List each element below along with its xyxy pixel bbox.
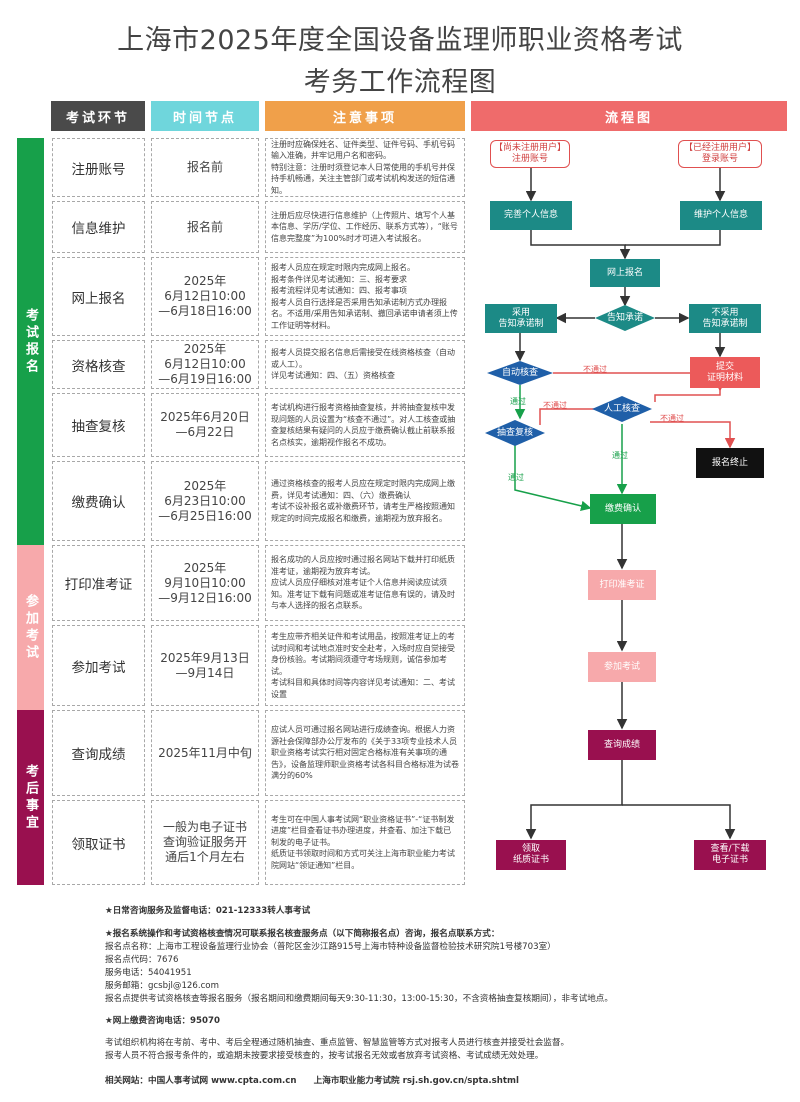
flow-online-registration: 网上报名 (590, 259, 660, 287)
inform-diamond (595, 305, 655, 331)
stage-notes: 应试人员可通过报名网站进行成绩查询。根据人力资源社会保障部办公厅发布的《关于33… (265, 710, 465, 796)
stage-time: 2025年 6月12日10:00 —6月19日16:00 (151, 340, 259, 389)
flow-query-score: 查询成绩 (588, 730, 656, 760)
stage-name: 打印准考证 (52, 545, 145, 621)
stage-name: 查询成绩 (52, 710, 145, 796)
table-row: 参加考试 2025年9月13日 —9月14日 考生应带齐相关证件和考试用品，按照… (48, 625, 465, 710)
flow-terminated: 报名终止 (696, 448, 764, 478)
flow-registered: 【已经注册用户】 登录账号 (678, 140, 762, 168)
table-row: 注册账号 报名前 注册时应确保姓名、证件类型、证件号码、手机号码输入准确，并牢记… (48, 138, 465, 201)
table-row: 领取证书 一般为电子证书 查询验证服务开 通后1个月左右 考生可在中国人事考试网… (48, 800, 465, 889)
table-row: 网上报名 2025年 6月12日10:00 —6月18日16:00 报考人员应在… (48, 257, 465, 340)
page-title-line1: 上海市2025年度全国设备监理师职业资格考试 (117, 25, 683, 56)
manual-check-diamond (592, 396, 652, 422)
flow-not-adopt: 不采用 告知承诺制 (689, 304, 761, 333)
stage-name: 参加考试 (52, 625, 145, 706)
footer-websites: 相关网站：中国人事考试网 www.cpta.com.cn 上海市职业能力考试院 … (105, 1076, 519, 1086)
label-pass: 通过 (612, 451, 628, 460)
section-registration: 考试报名 (17, 138, 44, 545)
header-stage: 考试环节 (51, 101, 145, 131)
table-row: 抽查复核 2025年6月20日 —6月22日 考试机构进行报考资格抽查复核，并将… (48, 393, 465, 461)
stage-time: 2025年 9月10日10:00 —9月12日16:00 (151, 545, 259, 621)
flow-spot-check: 抽查复核 (496, 427, 533, 438)
footer-service-phone: 服务电话：54041951 (105, 968, 192, 978)
stage-notes: 考试机构进行报考资格抽查复核，并将抽查复核中发现问题的人员设置为“核查不通过”。… (265, 393, 465, 457)
stage-name: 抽查复核 (52, 393, 145, 457)
label-fail: 不通过 (583, 365, 607, 374)
stage-notes: 考生可在中国人事考试网“职业资格证书”-“证书制发进度”栏目查看证书办理进度，并… (265, 800, 465, 885)
header-time: 时间节点 (151, 101, 259, 131)
flowchart-connectors (485, 168, 736, 840)
stage-time: 一般为电子证书 查询验证服务开 通后1个月左右 (151, 800, 259, 885)
stage-time: 2025年 6月12日10:00 —6月18日16:00 (151, 257, 259, 336)
flow-print-ticket: 打印准考证 (588, 570, 656, 600)
section-after-exam: 考后事宜 (17, 710, 44, 885)
footer-service-name: 报名点名称：上海市工程设备监理行业协会（普陀区金沙江路915号上海市特种设备监督… (105, 942, 556, 952)
footer-payment-hotline: ★网上缴费咨询电话：95070 (105, 1016, 220, 1026)
stage-notes: 通过资格核查的报考人员应在规定时限内完成网上缴费，详见考试通知：四、（六）缴费确… (265, 461, 465, 541)
stage-notes: 注册后应尽快进行信息维护（上传照片、填写个人基本信息、学历/学位、工作经历、联系… (265, 201, 465, 253)
stage-name: 注册账号 (52, 138, 145, 197)
stage-time: 2025年6月20日 —6月22日 (151, 393, 259, 457)
flow-adopt: 采用 告知承诺制 (485, 304, 557, 333)
stage-notes: 报名成功的人员应按时通过报名网站下载并打印纸质准考证，逾期视为放弃考试。 应试人… (265, 545, 465, 621)
flow-paper-certificate: 领取 纸质证书 (496, 840, 566, 870)
flow-payment: 缴费确认 (590, 494, 656, 524)
stage-name: 资格核查 (52, 340, 145, 389)
flow-e-certificate: 查看/下载 电子证书 (694, 840, 766, 870)
stage-name: 信息维护 (52, 201, 145, 253)
stage-time: 2025年 6月23日10:00 —6月25日16:00 (151, 461, 259, 541)
footer-service-intro: ★报名系统操作和考试资格核查情况可联系报名核查服务点（以下简称报名点）咨询，报名… (105, 929, 500, 939)
flow-submit-proof: 提交 证明材料 (690, 357, 760, 388)
table-row: 查询成绩 2025年11月中旬 应试人员可通过报名网站进行成绩查询。根据人力资源… (48, 710, 465, 800)
footer-service-hours: 报名点提供考试资格核查等报名服务（报名期间和缴费期间每天9:30-11:30，1… (105, 994, 613, 1004)
header-flow: 流程图 (471, 101, 787, 131)
stage-time: 2025年9月13日 —9月14日 (151, 625, 259, 706)
stage-notes: 注册时应确保姓名、证件类型、证件号码、手机号码输入准确，并牢记用户名和密码。 特… (265, 138, 465, 197)
page-title-line2: 考务工作流程图 (303, 67, 497, 98)
label-pass: 通过 (510, 397, 526, 406)
footer-service-code: 报名点代码：7676 (105, 955, 179, 965)
stage-name: 领取证书 (52, 800, 145, 885)
table-row: 信息维护 报名前 注册后应尽快进行信息维护（上传照片、填写个人基本信息、学历/学… (48, 201, 465, 257)
footer-service-email: 服务邮箱：gcsbjl@126.com (105, 981, 219, 991)
flow-manual-check: 人工核查 (603, 403, 640, 414)
stage-time: 报名前 (151, 138, 259, 197)
label-fail: 不通过 (543, 401, 567, 410)
stage-notes: 报考人员提交报名信息后需接受在线资格核查（自动或人工）。 详见考试通知：四、（五… (265, 340, 465, 389)
stage-name: 网上报名 (52, 257, 145, 336)
autocheck-diamond (487, 361, 553, 385)
flow-complete-info: 完善个人信息 (490, 201, 572, 230)
stage-notes: 考生应带齐相关证件和考试用品，按照准考证上的考试时间和考试地点准时安全赴考，入场… (265, 625, 465, 706)
section-exam: 参加考试 (17, 545, 44, 710)
table-row: 缴费确认 2025年 6月23日10:00 —6月25日16:00 通过资格核查… (48, 461, 465, 545)
flow-inform-commit: 告知承诺 (606, 312, 643, 323)
stage-time: 报名前 (151, 201, 259, 253)
footer-supervision: 考试组织机构将在考前、考中、考后全程通过随机抽查、重点监管、智慧监管等方式对报考… (105, 1038, 570, 1048)
spot-check-diamond (485, 420, 545, 446)
label-fail: 不通过 (660, 414, 684, 423)
stage-notes: 报考人员应在规定时限内完成网上报名。 报考条件详见考试通知：三、报考要求 报考流… (265, 257, 465, 336)
label-pass: 通过 (508, 473, 524, 482)
stage-time: 2025年11月中旬 (151, 710, 259, 796)
stage-name: 缴费确认 (52, 461, 145, 541)
flow-maintain-info: 维护个人信息 (680, 201, 762, 230)
flow-unregistered: 【尚未注册用户】 注册账号 (490, 140, 570, 168)
table-row: 打印准考证 2025年 9月10日10:00 —9月12日16:00 报名成功的… (48, 545, 465, 625)
header-notes: 注意事项 (265, 101, 465, 131)
flow-take-exam: 参加考试 (588, 652, 656, 682)
footer-invalid-note: 报考人员不符合报考条件的，或逾期未按要求接受核查的，按考试报名无效或者放弃考试资… (105, 1051, 544, 1061)
flow-auto-check: 自动核查 (501, 367, 538, 378)
footer-hotline: ★日常咨询服务及监督电话：021-12333转人事考试 (105, 906, 311, 916)
table-row: 资格核查 2025年 6月12日10:00 —6月19日16:00 报考人员提交… (48, 340, 465, 393)
